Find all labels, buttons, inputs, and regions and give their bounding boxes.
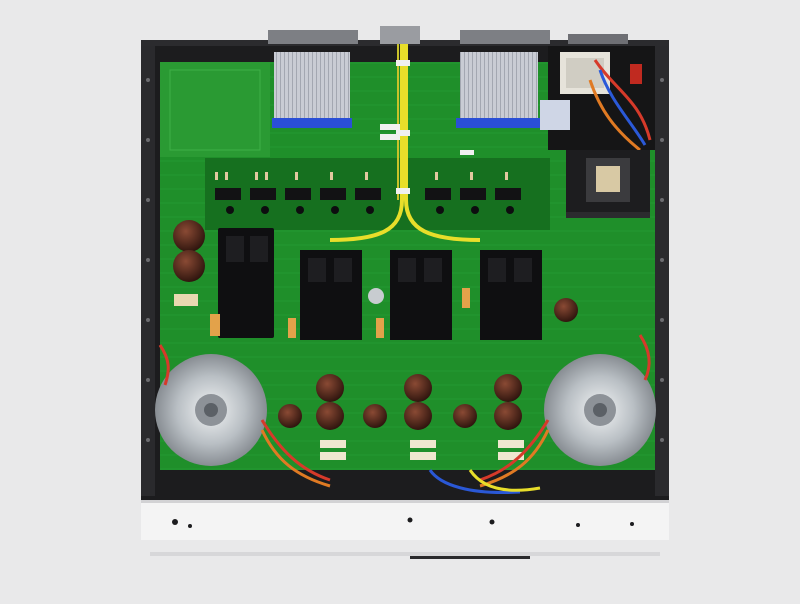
output-stage-devices bbox=[218, 228, 542, 340]
small-transformer bbox=[566, 150, 650, 218]
supply-capacitors-left bbox=[173, 220, 205, 306]
power-input-module bbox=[540, 46, 655, 152]
rear-connectors bbox=[268, 26, 628, 44]
output-wiring bbox=[158, 334, 651, 495]
ribbon-cables bbox=[272, 52, 540, 128]
input-stage-ic-row bbox=[215, 172, 521, 214]
power-resistors bbox=[210, 288, 524, 460]
toroidal-transformer-right bbox=[479, 354, 656, 488]
toroidal-transformer-left bbox=[155, 354, 331, 488]
front-panel bbox=[141, 500, 669, 559]
filter-capacitors bbox=[278, 288, 578, 430]
pcb-silkscreen bbox=[380, 124, 474, 155]
signal-wire-bundle bbox=[329, 44, 481, 242]
